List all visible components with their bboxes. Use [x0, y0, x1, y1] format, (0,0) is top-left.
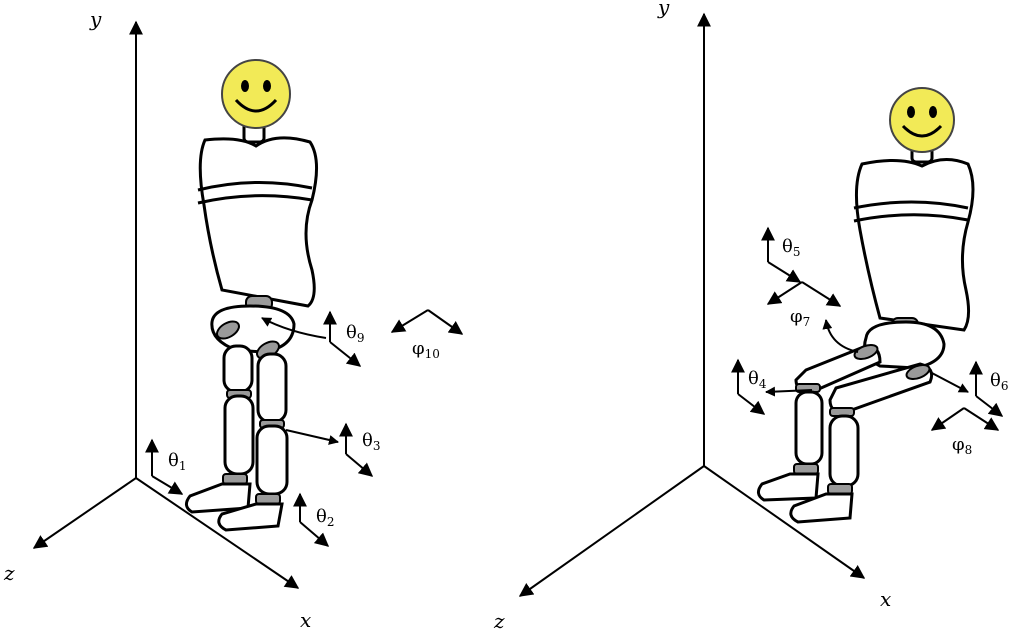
front-shin	[255, 424, 289, 496]
back-shin	[794, 390, 824, 466]
smiley-head-icon	[221, 59, 291, 129]
phi8-label: φ8	[952, 434, 972, 457]
left-x-label: x	[300, 608, 311, 631]
torso	[854, 158, 975, 332]
theta9-label: θ9	[346, 322, 364, 345]
right-x-label: x	[880, 587, 891, 611]
front-thigh	[256, 352, 288, 424]
front-shin	[828, 414, 860, 488]
front-foot	[217, 502, 284, 532]
theta3-label: θ3	[362, 430, 380, 453]
smiley-head-icon	[889, 87, 955, 153]
back-foot	[185, 482, 252, 514]
front-foot	[789, 492, 854, 524]
right-z-axis	[518, 465, 705, 597]
left-annotations	[145, 309, 464, 547]
theta6-label: θ6	[990, 370, 1008, 393]
left-y-label: y	[89, 7, 102, 31]
left-x-axis	[135, 477, 300, 589]
theta2-label: θ2	[316, 506, 334, 529]
theta4-label: θ4	[748, 368, 767, 391]
sitting-humanoid	[757, 87, 975, 524]
left-axes	[32, 20, 300, 589]
left-z-axis	[32, 477, 137, 549]
right-z-label: z	[493, 609, 505, 631]
torso	[198, 136, 318, 308]
theta5-label: θ5	[782, 236, 800, 259]
theta1-label: θ1	[168, 450, 186, 473]
standing-humanoid	[185, 59, 318, 532]
right-x-axis	[703, 465, 866, 579]
left-z-label: z	[3, 561, 15, 585]
phi10-label: φ10	[412, 338, 440, 361]
phi7-label: φ7	[790, 306, 810, 329]
back-thigh	[222, 344, 254, 394]
back-shin	[223, 394, 255, 476]
right-annotations	[731, 226, 1004, 431]
right-y-label: y	[657, 0, 670, 19]
back-foot	[757, 472, 820, 502]
right-axes	[518, 12, 866, 597]
